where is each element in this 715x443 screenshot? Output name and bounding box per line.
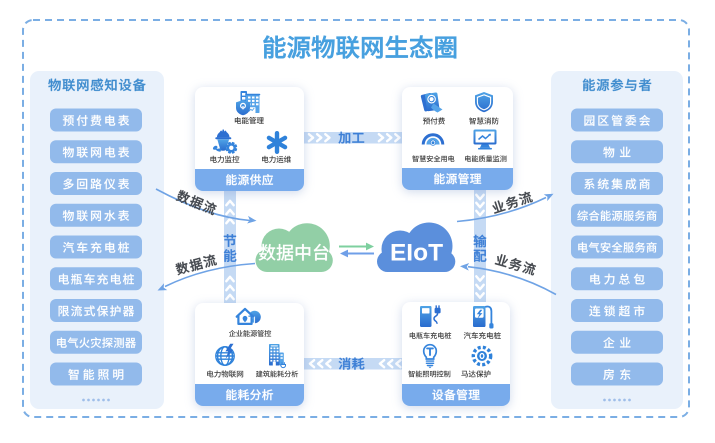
svg-text:EIoT: EIoT bbox=[390, 240, 443, 267]
